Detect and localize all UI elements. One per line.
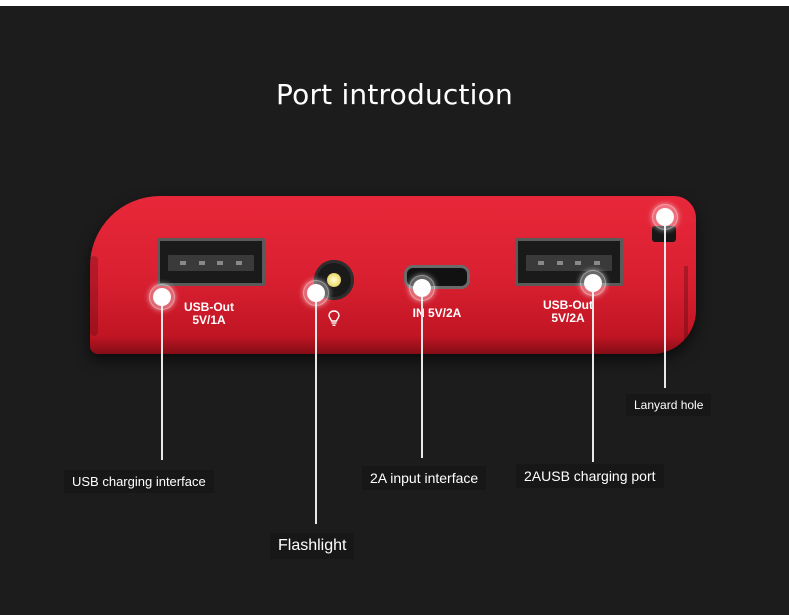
leader-lanyard-hole	[664, 222, 666, 388]
usb-out-port-right	[515, 238, 623, 286]
flashlight-led	[327, 273, 341, 287]
callout-usb-charging-port: 2AUSB charging port	[516, 464, 664, 488]
usb-left-label-line2: 5V/1A	[192, 313, 226, 327]
usb-right-label-line1: USB-Out	[543, 298, 593, 312]
usb-pins	[180, 261, 242, 265]
marker-usb-charging-interface	[149, 284, 175, 310]
usb-tongue	[168, 255, 254, 271]
marker-usb-charging-port	[580, 270, 606, 296]
input-label: IN 5V/2A	[412, 306, 462, 320]
usb-pins	[538, 261, 600, 265]
usb-out-port-left	[157, 238, 265, 286]
callout-flashlight: Flashlight	[270, 533, 355, 559]
leader-input-interface	[421, 292, 423, 458]
usb-left-label: USB-Out 5V/1A	[174, 301, 244, 327]
usb-left-label-line1: USB-Out	[184, 300, 234, 314]
page-title: Port introduction	[276, 78, 513, 111]
callout-usb-charging-interface: USB charging interface	[64, 470, 214, 493]
leader-usb-charging-interface	[161, 300, 163, 460]
device-left-edge	[90, 256, 98, 336]
callout-input-interface: 2A input interface	[362, 466, 487, 490]
device-bottom-shade	[90, 336, 696, 354]
leader-usb-charging-port	[592, 286, 594, 462]
marker-flashlight	[303, 280, 329, 306]
usb-right-label: USB-Out 5V/2A	[530, 299, 606, 325]
usb-right-label-line2: 5V/2A	[551, 311, 585, 325]
usb-tongue	[526, 255, 612, 271]
marker-input-interface	[409, 275, 435, 301]
flashlight-bulb-icon	[328, 310, 340, 326]
marker-lanyard-hole	[652, 204, 678, 230]
leader-flashlight	[315, 296, 317, 524]
top-border	[0, 0, 789, 6]
device-right-edge	[684, 266, 688, 341]
callout-lanyard-hole: Lanyard hole	[626, 394, 712, 416]
